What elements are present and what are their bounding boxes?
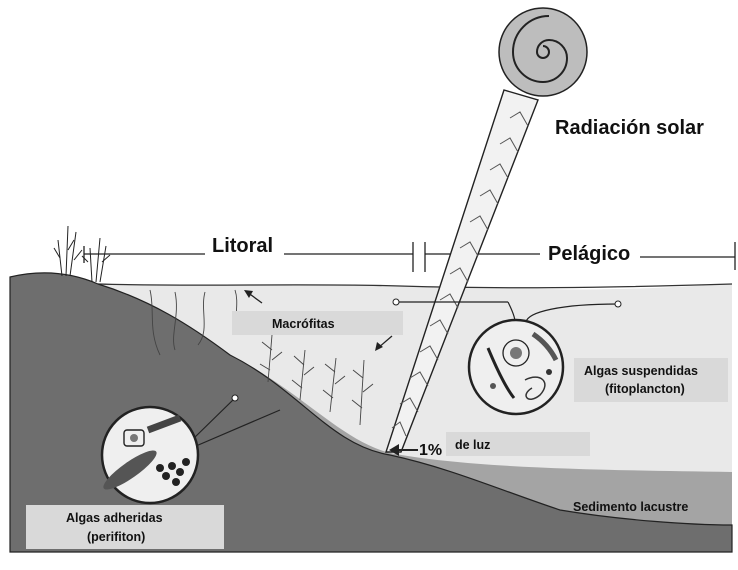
- algas-adheridas-label-1: Algas adheridas: [66, 511, 163, 525]
- luz-percent: 1%: [419, 442, 442, 459]
- sedimento-label: Sedimento lacustre: [573, 500, 688, 514]
- periphyton-inset: [99, 407, 198, 503]
- algas-adheridas-label-2: (perifiton): [87, 530, 145, 544]
- pelagico-label: Pelágico: [548, 243, 630, 265]
- macrofitas-label: Macrófitas: [272, 317, 335, 331]
- sun-icon: [499, 8, 587, 96]
- pointer-dot-left: [393, 299, 399, 305]
- algas-suspendidas-label-1: Algas suspendidas: [584, 364, 698, 378]
- pointer-dot-right: [615, 301, 621, 307]
- phytoplankton-inset: [469, 320, 563, 414]
- luz-label: de luz: [455, 438, 490, 452]
- algas-suspendidas-label-2: (fitoplancton): [605, 382, 685, 396]
- radiacion-label: Radiación solar: [555, 117, 704, 139]
- litoral-label: Litoral: [212, 235, 273, 257]
- pointer-dot-periphyton: [232, 395, 238, 401]
